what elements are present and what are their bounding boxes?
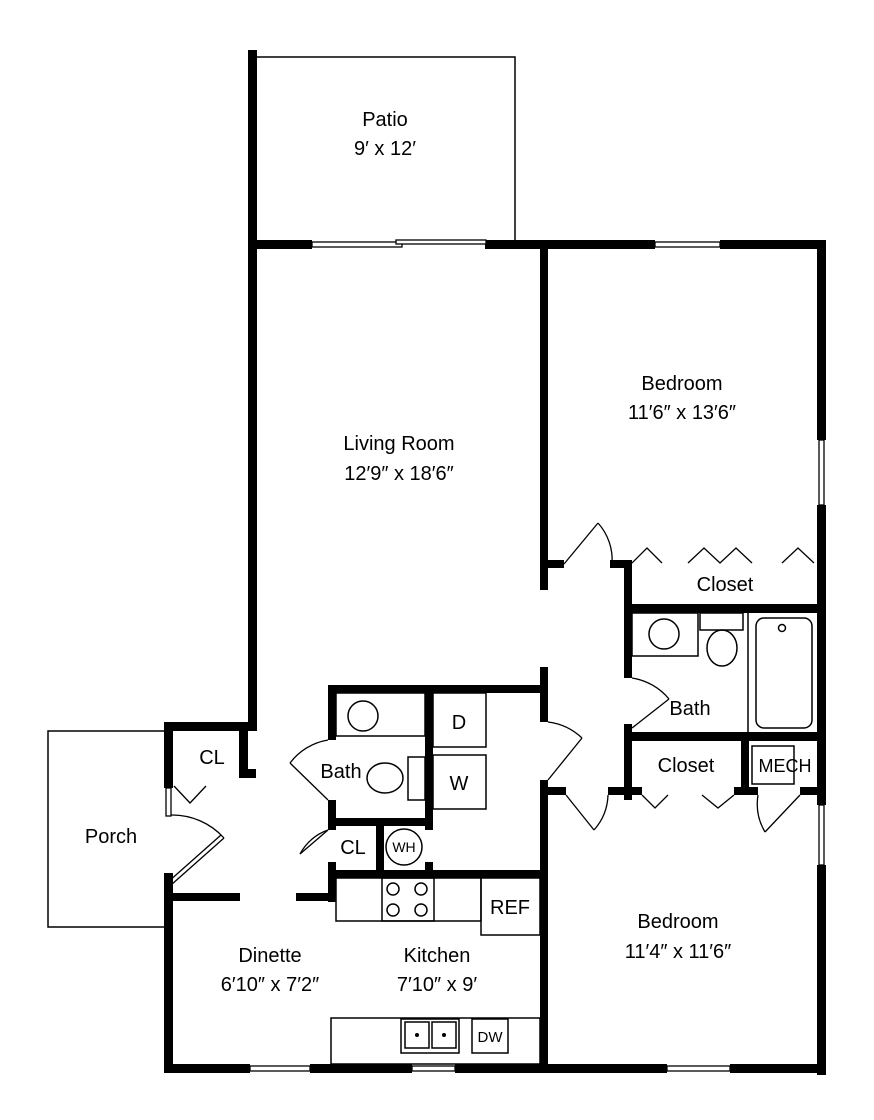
interior-walls xyxy=(164,249,826,1073)
entry-closet-label: CL xyxy=(199,747,225,769)
patio xyxy=(254,56,516,243)
kitchen-size: 7′10″ x 9′ xyxy=(397,974,477,996)
bedroom1-size: 11′6″ x 13′6″ xyxy=(628,402,736,424)
exterior-walls xyxy=(164,50,826,1075)
closet2-label: Closet xyxy=(658,755,715,777)
hall-closet-label: CL xyxy=(340,837,366,859)
closet1-label: Closet xyxy=(697,574,754,596)
doors xyxy=(167,522,815,886)
room-labels: Patio 9′ x 12′ Living Room 12′9″ x 18′6″… xyxy=(85,109,812,1046)
bedroom1-name: Bedroom xyxy=(641,373,722,395)
fixtures xyxy=(330,612,813,1065)
patio-name: Patio xyxy=(362,109,408,131)
patio-size: 9′ x 12′ xyxy=(354,138,416,160)
porch-name: Porch xyxy=(85,826,137,848)
dishwasher-label: DW xyxy=(478,1029,504,1046)
bedroom2-size: 11′4″ x 11′6″ xyxy=(625,941,732,963)
bedroom2-name: Bedroom xyxy=(637,911,718,933)
refrigerator-label: REF xyxy=(490,897,530,919)
washer-label: W xyxy=(450,773,469,795)
bath2-label: Bath xyxy=(320,761,361,783)
bath1-label: Bath xyxy=(669,698,710,720)
water-heater-label: WH xyxy=(392,839,415,855)
windows xyxy=(165,239,825,1072)
dinette-size: 6′10″ x 7′2″ xyxy=(221,974,319,996)
mech-label: MECH xyxy=(759,756,812,776)
porch xyxy=(47,730,166,928)
kitchen-name: Kitchen xyxy=(404,945,471,967)
dinette-name: Dinette xyxy=(238,945,301,967)
living-room-name: Living Room xyxy=(343,433,454,455)
dryer-label: D xyxy=(452,712,466,734)
living-room-size: 12′9″ x 18′6″ xyxy=(344,463,454,485)
